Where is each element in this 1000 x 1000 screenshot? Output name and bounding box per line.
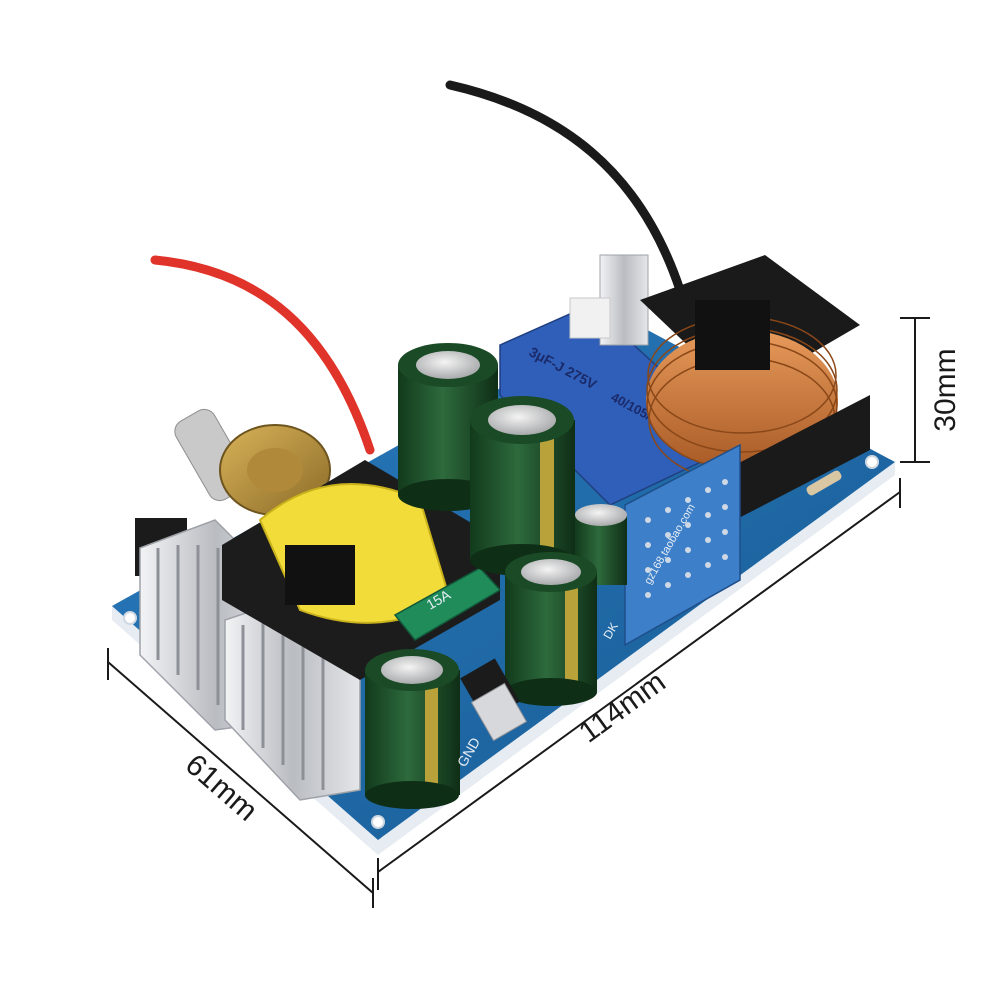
small-heatsink [569,254,649,346]
fuse: 15A [393,567,502,641]
black-wire [445,80,685,295]
dimension-length [377,478,901,890]
mounting-hole [371,815,385,829]
output-terminal [460,658,528,742]
red-wire [150,255,375,455]
electrolytic-capacitor-2 [470,396,575,576]
electrolytic-capacitor-4 [505,552,597,706]
dimension-height [900,317,930,463]
dimension-width [107,648,374,908]
dimension-height-label: 30mm [929,348,962,431]
output-daughter-board: gz168.taobao.com [624,443,741,647]
mounting-hole [865,455,879,469]
electrolytic-capacitor-5 [365,649,460,809]
resistor [806,470,842,496]
coil-transformer [640,255,870,520]
mounting-hole [123,611,137,625]
